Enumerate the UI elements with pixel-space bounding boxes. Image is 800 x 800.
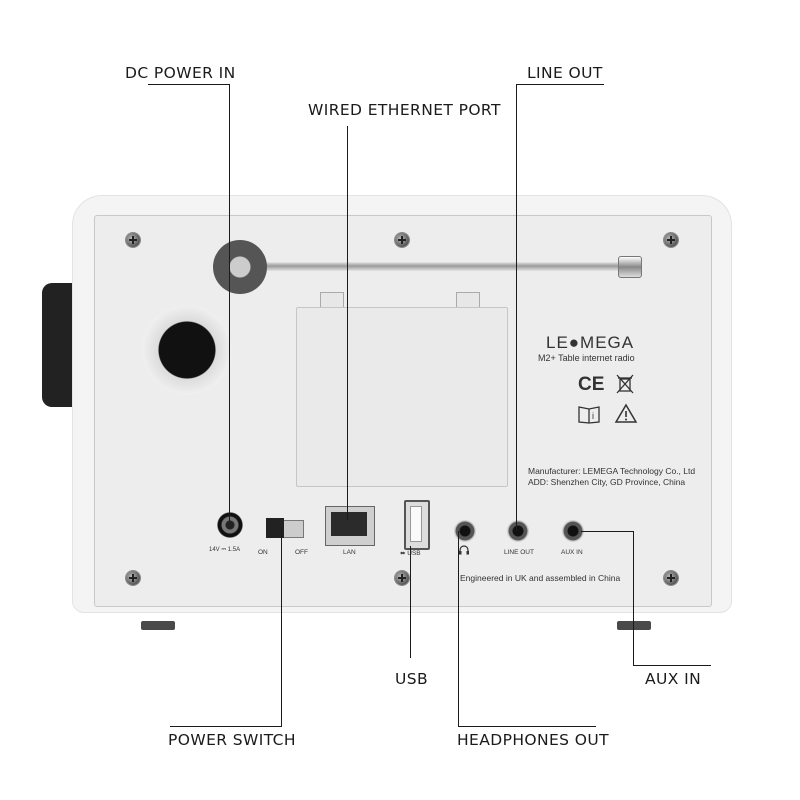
leader-line: [281, 527, 282, 727]
svg-text:i: i: [592, 411, 594, 421]
leader-line: [581, 531, 634, 532]
aux-in-label: AUX IN: [561, 549, 583, 556]
switch-on-label: ON: [258, 549, 268, 556]
leader-line: [170, 726, 282, 727]
leader-line: [229, 84, 230, 521]
cover-clip: [456, 292, 480, 310]
callout-power-switch: POWER SWITCH: [168, 731, 296, 749]
callout-dc-power-in: DC POWER IN: [125, 64, 236, 82]
callout-line-out: LINE OUT: [527, 64, 603, 82]
lan-label: LAN: [343, 549, 356, 556]
line-out-jack[interactable]: [507, 520, 529, 542]
leader-line: [633, 665, 711, 666]
headphones-icon: [459, 545, 469, 555]
model-name: M2+ Table internet radio: [538, 353, 635, 363]
leader-line: [458, 531, 459, 727]
leader-line: [347, 126, 348, 520]
switch-off-label: OFF: [295, 549, 308, 556]
screw-icon: [395, 571, 409, 585]
dc-power-jack[interactable]: [217, 512, 243, 538]
screw-icon: [664, 571, 678, 585]
brand-logo: LE●MEGA: [546, 333, 635, 352]
crossed-bin-icon: [616, 374, 634, 394]
ce-mark: CE: [578, 374, 605, 395]
rubber-foot: [141, 621, 175, 630]
screw-icon: [664, 233, 678, 247]
usb-socket: [410, 506, 422, 542]
leader-line: [410, 546, 411, 658]
ethernet-socket: [331, 512, 367, 536]
battery-cover: [296, 307, 508, 487]
leader-line: [633, 531, 634, 666]
callout-aux-in: AUX IN: [645, 670, 702, 688]
antenna-pivot: [213, 240, 267, 294]
telescopic-antenna[interactable]: [240, 261, 632, 271]
engineered-text: Engineered in UK and assembled in China: [460, 573, 621, 583]
leader-line: [516, 84, 517, 531]
dc-rating-label: 14V ⎓ 1.5A: [209, 547, 241, 553]
callout-headphones-out: HEADPHONES OUT: [457, 731, 609, 749]
antenna-tip: [618, 256, 642, 278]
leader-line: [458, 726, 596, 727]
warning-triangle-icon: [614, 403, 638, 423]
manufacturer-text: Manufacturer: LEMEGA Technology Co., Ltd: [528, 466, 696, 476]
headphone-jack[interactable]: [454, 520, 476, 542]
read-manual-icon: i: [578, 406, 600, 424]
screw-icon: [126, 571, 140, 585]
callout-usb: USB: [395, 670, 429, 688]
screw-icon: [395, 233, 409, 247]
bass-port: [142, 305, 232, 395]
address-text: ADD: Shenzhen City, GD Province, China: [528, 477, 686, 487]
callout-wired-ethernet-port: WIRED ETHERNET PORT: [308, 101, 501, 119]
aux-in-jack[interactable]: [562, 520, 584, 542]
volume-knob: [42, 283, 74, 407]
leader-line: [148, 84, 230, 85]
screw-icon: [126, 233, 140, 247]
leader-line: [516, 84, 604, 85]
line-out-label: LINE OUT: [504, 549, 534, 556]
cover-clip: [320, 292, 344, 310]
rubber-foot: [617, 621, 651, 630]
power-switch-knob[interactable]: [266, 518, 284, 538]
